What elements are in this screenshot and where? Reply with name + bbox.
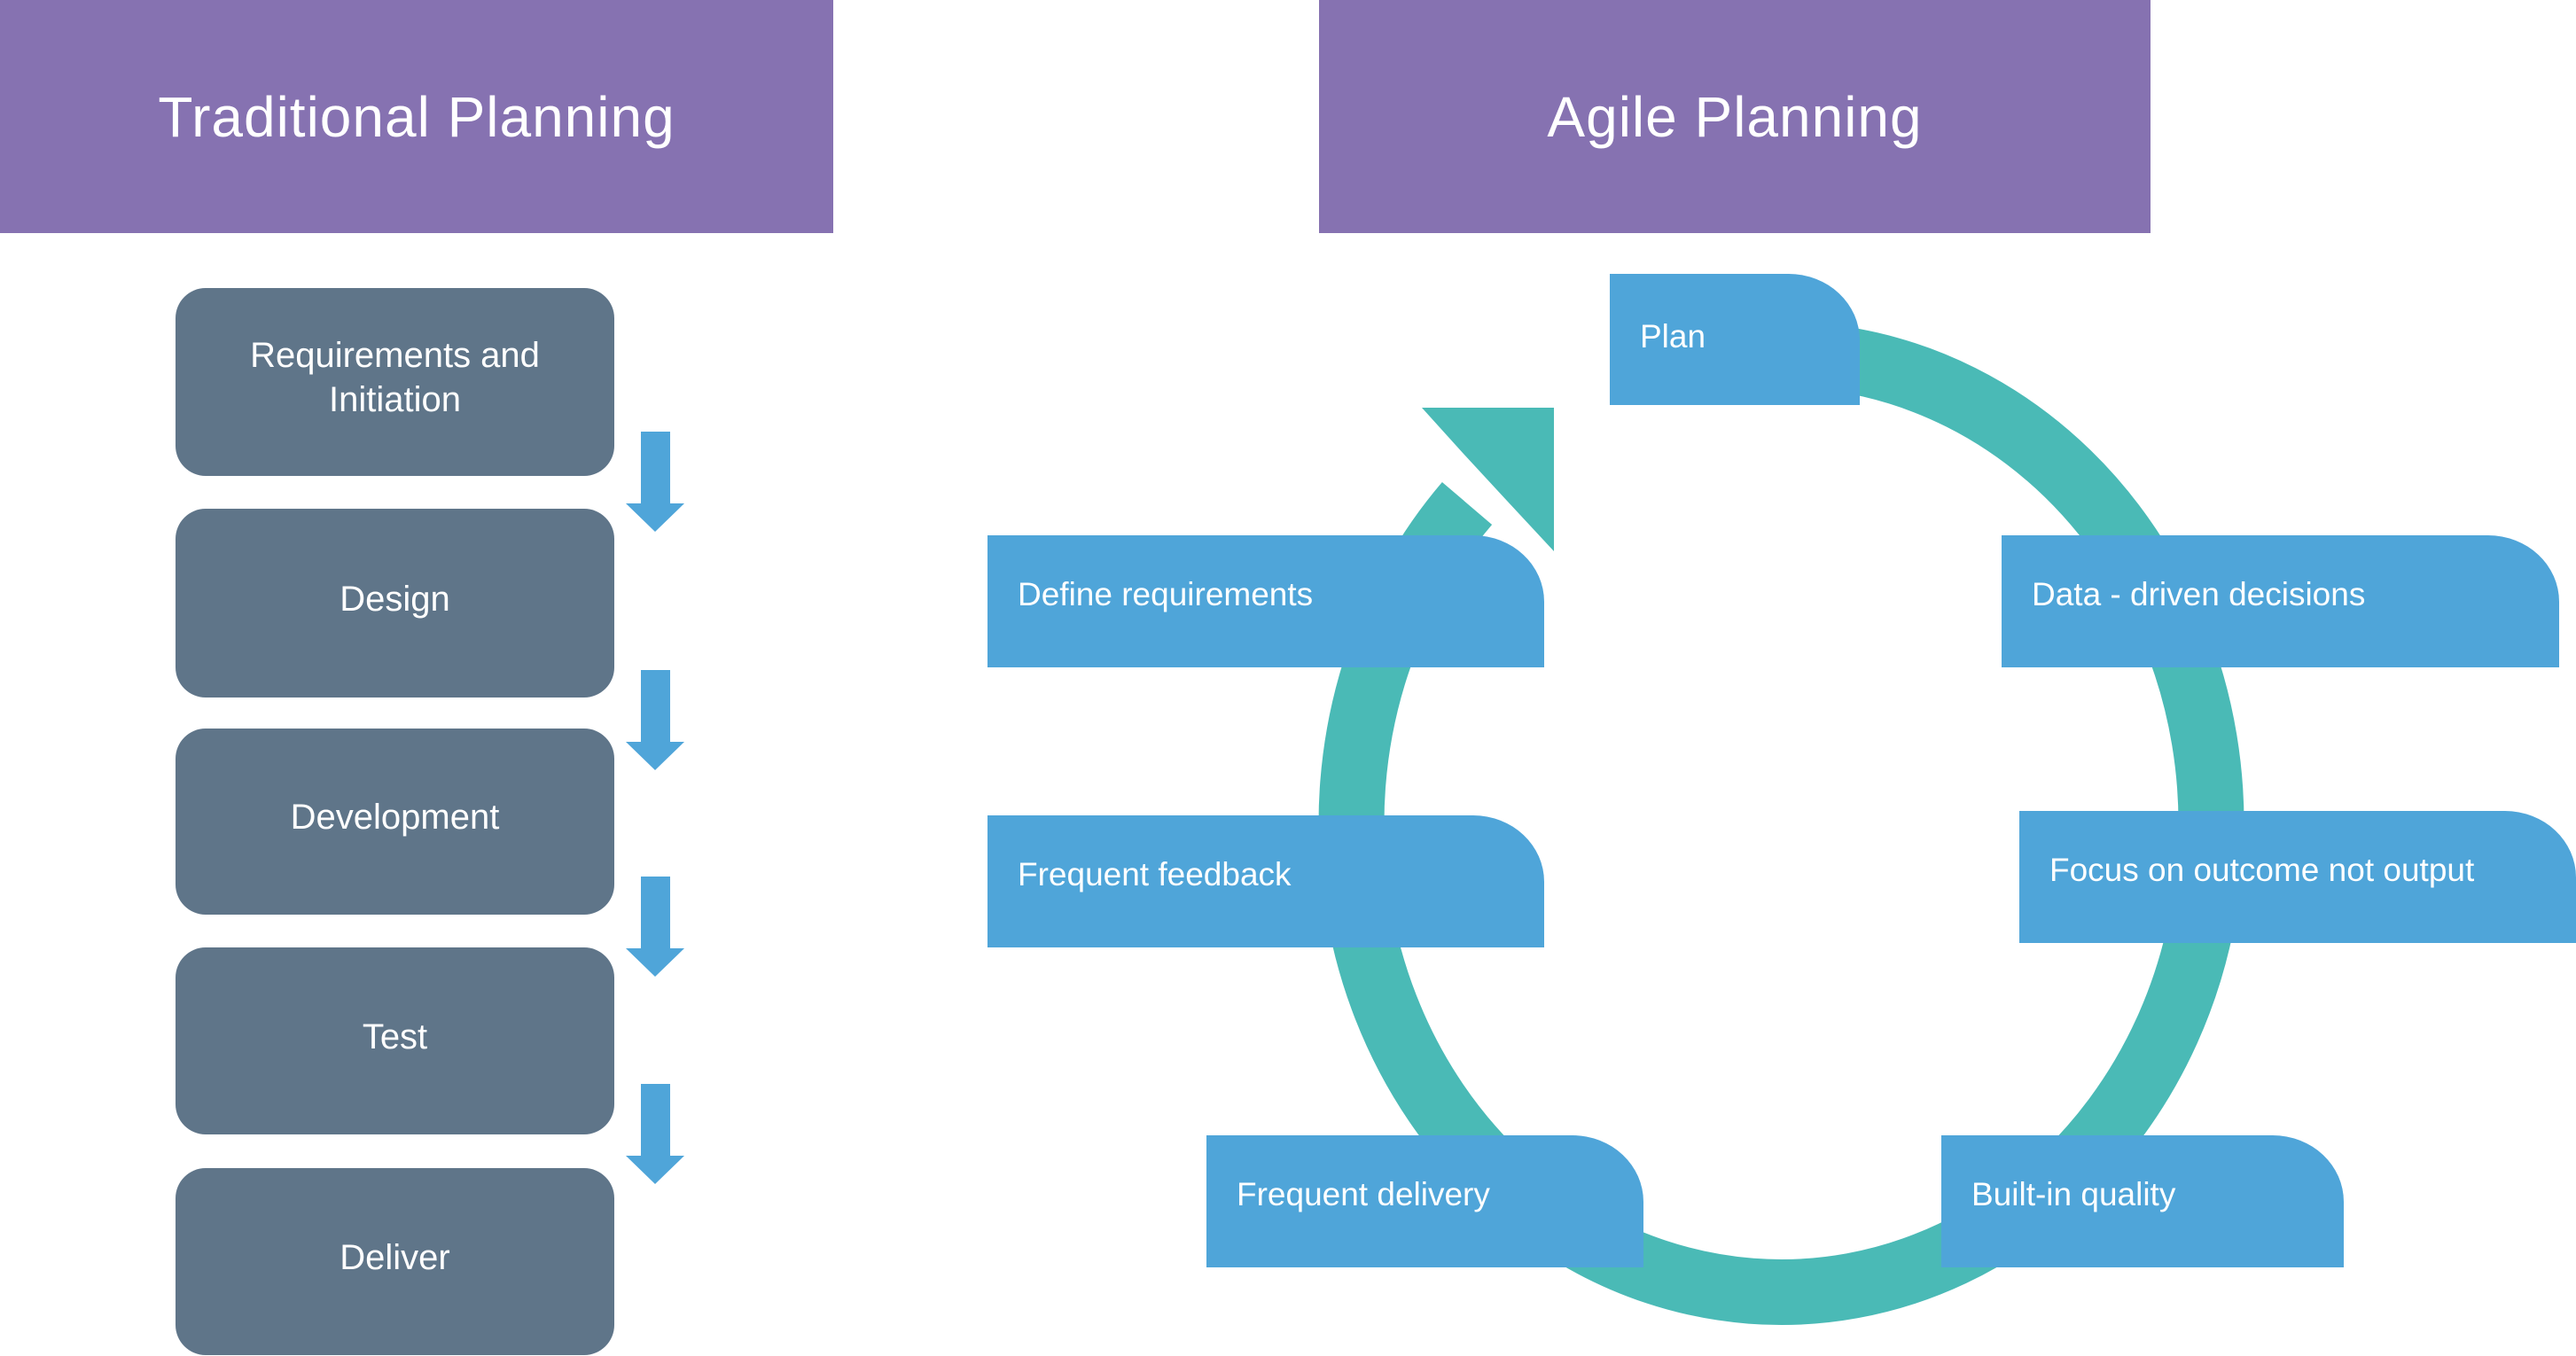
step-deliver: Deliver bbox=[176, 1168, 614, 1355]
agile-step-plan: Plan bbox=[1610, 274, 1860, 405]
cycle-arrowhead-icon bbox=[1422, 408, 1554, 551]
agile-step-label: Define requirements bbox=[1018, 576, 1314, 612]
step-development: Development bbox=[176, 729, 614, 915]
agile-step-label: Frequent feedback bbox=[1018, 856, 1292, 892]
agile-step-data-driven-decisions: Data - driven decisions bbox=[2002, 535, 2559, 667]
agile-step-label: Data - driven decisions bbox=[2032, 576, 2366, 612]
step-label: Test bbox=[362, 1017, 428, 1056]
traditional-planning-header: Traditional Planning bbox=[0, 0, 833, 233]
agile-step-label: Built-in quality bbox=[1971, 1176, 2176, 1212]
agile-step-label: Plan bbox=[1640, 318, 1706, 355]
step-label: Development bbox=[290, 798, 500, 837]
agile-planning-header: Agile Planning bbox=[1319, 0, 2151, 233]
agile-step-built-in-quality: Built-in quality bbox=[1941, 1135, 2344, 1267]
step-label: Requirements and Initiation bbox=[250, 336, 540, 419]
step-requirements-and-initiation: Requirements and Initiation bbox=[176, 288, 614, 476]
step-label: Deliver bbox=[340, 1237, 450, 1277]
step-label: Design bbox=[340, 579, 450, 619]
down-arrow-icon bbox=[626, 670, 684, 770]
agile-planning-title: Agile Planning bbox=[1547, 84, 1923, 149]
agile-step-focus-on-outcome: Focus on outcome not output bbox=[2019, 811, 2576, 943]
agile-step-label: Focus on outcome not output bbox=[2049, 852, 2475, 888]
agile-step-label: Frequent delivery bbox=[1237, 1176, 1490, 1212]
agile-step-define-requirements: Define requirements bbox=[987, 535, 1544, 667]
down-arrow-icon bbox=[626, 1084, 684, 1184]
down-arrow-icon bbox=[626, 877, 684, 977]
agile-step-frequent-delivery: Frequent delivery bbox=[1206, 1135, 1643, 1267]
step-test: Test bbox=[176, 947, 614, 1134]
traditional-planning-title: Traditional Planning bbox=[158, 84, 675, 149]
step-design: Design bbox=[176, 509, 614, 697]
down-arrow-icon bbox=[626, 432, 684, 532]
agile-step-frequent-feedback: Frequent feedback bbox=[987, 815, 1544, 947]
